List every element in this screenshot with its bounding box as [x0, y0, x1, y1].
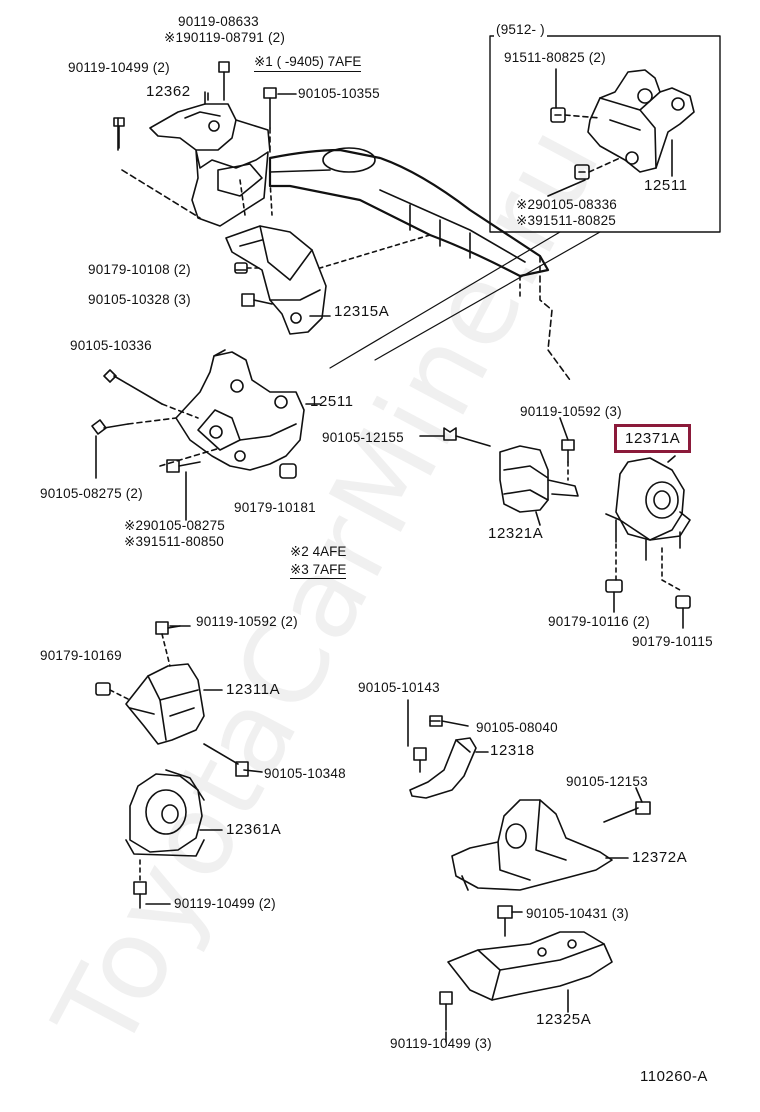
label-12511-inset: 12511	[644, 177, 688, 194]
bracket-12511	[175, 349, 305, 471]
bolt-90105-08275-left	[91, 419, 129, 435]
nut-90179-10169	[95, 682, 111, 696]
bolt-90105-10336	[103, 369, 163, 405]
nut-90179-10116	[605, 579, 623, 593]
bolt-90105-10431	[497, 905, 513, 937]
label-12321A: 12321A	[488, 525, 544, 542]
bolt-90105-10328	[241, 293, 273, 307]
label-90105-10431: 90105-10431 (3)	[526, 906, 629, 921]
label-12318: 12318	[490, 742, 535, 759]
label-12311A: 12311A	[226, 681, 281, 698]
bolt-90105-12153	[603, 801, 651, 823]
label-91511-80825-b: ※391511-80825	[516, 213, 616, 228]
bracket-12325A	[447, 931, 613, 1001]
label-90105-08040: 90105-08040	[476, 720, 558, 735]
label-90119-10592-2: 90119-10592 (2)	[196, 614, 298, 629]
bolt-top-left	[113, 117, 125, 149]
bracket-12318	[409, 737, 477, 799]
bracket-12321A	[499, 445, 579, 513]
label-91511-80825-2: 91511-80825 (2)	[504, 50, 606, 65]
label-12325A: 12325A	[536, 1011, 592, 1028]
bolt-90105-10143	[413, 747, 427, 773]
nut-90179-10181	[279, 463, 297, 479]
inset-nut-bottom	[574, 164, 590, 180]
bolt-90119-10499-mid	[133, 881, 147, 909]
label-90105-10336: 90105-10336	[70, 338, 152, 353]
bolt-90119-10592-lower	[155, 621, 181, 635]
bolt-top-center	[218, 61, 230, 101]
label-90179-10108: 90179-10108 (2)	[88, 262, 191, 277]
nut-90179-10115	[675, 595, 691, 609]
note-3-7afe: ※3 7AFE	[290, 562, 347, 579]
bolt-90105-10348	[203, 743, 249, 777]
bolt-90105-08275-bottom	[166, 459, 201, 473]
diagram-reference-number: 110260-A	[640, 1068, 708, 1085]
highlighted-part-12371A[interactable]: 12371A	[614, 424, 692, 453]
label-90119-10499-mid: 90119-10499 (2)	[174, 896, 276, 911]
label-90119-08633: 90119-08633	[178, 14, 259, 29]
inset-range-label: (9512- )	[494, 22, 547, 37]
label-90105-08275-2: 90105-08275 (2)	[40, 486, 143, 501]
label-90119-10499-bot: 90119-10499 (3)	[390, 1036, 492, 1051]
label-90105-10328: 90105-10328 (3)	[88, 292, 191, 307]
label-90179-10115: 90179-10115	[632, 634, 713, 649]
inset-bracket-12511	[587, 69, 695, 173]
label-90119-10592-3: 90119-10592 (3)	[520, 404, 622, 419]
label-90105-10143: 90105-10143	[358, 680, 440, 695]
mount-12361A	[125, 769, 205, 857]
bolt-90119-10499-bot	[439, 991, 453, 1031]
mount-12372A	[451, 799, 613, 891]
label-91511-80850: ※391511-80850	[124, 534, 224, 549]
bolt-90105-10355	[263, 87, 277, 129]
note-1-7afe: ※1 ( -9405) 7AFE	[254, 54, 362, 72]
inset-nut-top	[550, 107, 566, 123]
label-90105-12155: 90105-12155	[322, 430, 404, 445]
label-90105-10355: 90105-10355	[298, 86, 380, 101]
label-12511: 12511	[310, 393, 354, 410]
label-12362: 12362	[146, 83, 191, 100]
label-90105-08275-b: ※290105-08275	[124, 518, 225, 533]
label-90119-08791: ※190119-08791 (2)	[164, 30, 286, 45]
label-90179-10181: 90179-10181	[234, 500, 316, 515]
bracket-12315A	[225, 225, 327, 335]
mount-12371A	[605, 457, 691, 561]
nut-90179-10108	[234, 262, 248, 274]
label-12361A: 12361A	[226, 821, 282, 838]
inset-box	[489, 35, 721, 233]
bolt-90105-12155	[443, 427, 491, 447]
label-90119-10499-top: 90119-10499 (2)	[68, 60, 170, 75]
label-90179-10169: 90179-10169	[40, 648, 122, 663]
label-90179-10116: 90179-10116 (2)	[548, 614, 650, 629]
mount-12362	[149, 91, 271, 227]
bolt-90119-10592-mid	[561, 439, 575, 463]
note-2-4afe: ※2 4AFE	[290, 544, 347, 559]
label-12372A: 12372A	[632, 849, 688, 866]
bracket-12311A	[125, 663, 205, 745]
label-90105-08336: ※290105-08336	[516, 197, 617, 212]
label-12315A: 12315A	[334, 303, 390, 320]
label-90105-10348: 90105-10348	[264, 766, 346, 781]
label-90105-12153: 90105-12153	[566, 774, 648, 789]
engine-frame	[268, 147, 571, 381]
